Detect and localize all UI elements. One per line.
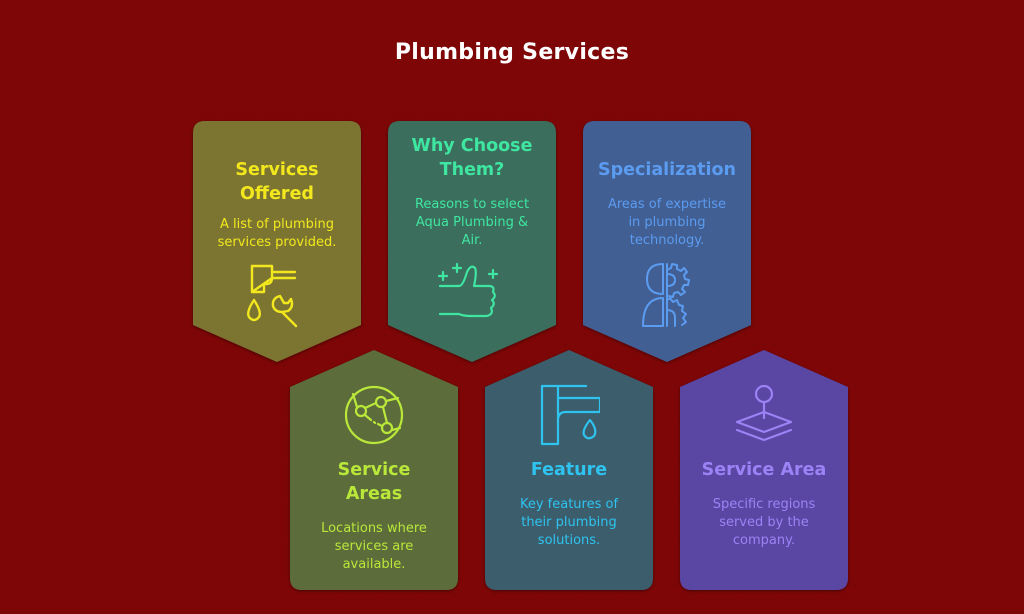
page-title: Plumbing Services (394, 40, 630, 65)
card-heading-line: Offered (240, 184, 314, 204)
card-description-line: available. (342, 557, 406, 572)
map-pin-layers-icon (735, 384, 793, 442)
tap-drop-icon (540, 384, 600, 446)
card-heading-line: Them? (439, 160, 505, 180)
card-description-line: Areas of expertise (607, 197, 727, 212)
card-feature: Feature Key features of their plumbing s… (485, 384, 653, 550)
card-why-choose-them: Why Choose Them? Reasons to select Aqua … (388, 134, 556, 324)
card-description-line: their plumbing (521, 515, 617, 530)
card-description-line: solutions. (537, 533, 601, 548)
card-services-offered: Services Offered A list of plumbing serv… (193, 158, 361, 328)
card-shape-service-areas (290, 350, 458, 590)
card-heading-line: Feature (530, 460, 608, 480)
card-description-line: Air. (461, 233, 483, 248)
card-description-line: in plumbing (628, 215, 706, 230)
card-heading-line: Why Choose (411, 136, 533, 156)
card-heading: Service Area (680, 458, 848, 482)
card-heading: Services Offered (193, 158, 361, 206)
card-shape-services-offered (193, 121, 361, 362)
card-description-line: Reasons to select (414, 197, 530, 212)
thumbs-up-icon (437, 262, 499, 318)
card-description-line: services provided. (217, 235, 337, 250)
card-description: A list of plumbing services provided. (193, 216, 361, 252)
card-description-line: services are (334, 539, 414, 554)
card-heading: Specialization (583, 158, 751, 182)
card-heading: Service Areas (290, 458, 458, 506)
card-service-areas: Service Areas Locations where services a… (290, 384, 458, 574)
card-description-line: served by the (719, 515, 809, 530)
card-description-line: Aqua Plumbing & (415, 215, 529, 230)
card-heading-line: Service Area (701, 460, 827, 480)
card-description-line: Specific regions (712, 497, 816, 512)
card-description: Specific regions served by the company. (680, 496, 848, 550)
card-description-line: technology. (629, 233, 705, 248)
faucet-wrench-icon (246, 264, 298, 328)
network-globe-icon (344, 385, 404, 445)
card-shape-feature (485, 350, 653, 590)
card-heading: Feature (485, 458, 653, 482)
card-heading-line: Areas (345, 484, 403, 504)
person-gear-icon (642, 263, 690, 327)
card-heading: Why Choose Them? (388, 134, 556, 182)
card-description-line: company. (732, 533, 796, 548)
card-specialization: Specialization Areas of expertise in plu… (583, 158, 751, 328)
card-shape-service-area (680, 350, 848, 590)
card-heading-line: Service (337, 460, 411, 480)
card-heading-line: Specialization (597, 160, 737, 180)
card-description: Reasons to select Aqua Plumbing & Air. (388, 196, 556, 250)
card-heading-line: Services (235, 160, 319, 180)
card-description-line: Key features of (519, 497, 619, 512)
card-shape-specialization (583, 121, 751, 362)
card-description-line: A list of plumbing (219, 217, 335, 232)
card-description: Areas of expertise in plumbing technolog… (583, 196, 751, 250)
card-description: Locations where services are available. (290, 520, 458, 574)
card-description: Key features of their plumbing solutions… (485, 496, 653, 550)
card-shape-why-choose (388, 121, 556, 362)
card-service-area: Service Area Specific regions served by … (680, 384, 848, 550)
card-description-line: Locations where (321, 521, 427, 536)
